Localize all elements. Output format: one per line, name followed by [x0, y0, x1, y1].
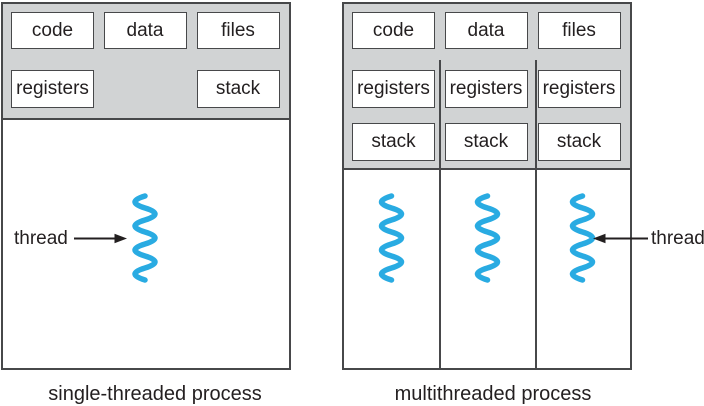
- thread-label-right: thread: [651, 228, 704, 249]
- registers-box: registers: [11, 69, 94, 108]
- files-box: files: [537, 11, 621, 49]
- registers-box-thread-3: registers: [537, 69, 621, 108]
- stack-box-thread-1: stack: [352, 122, 435, 161]
- stack-box-thread-2: stack: [444, 122, 528, 161]
- registers-box-thread-2: registers: [444, 69, 528, 108]
- code-data-files-strip-right: code data files: [344, 4, 630, 62]
- thread-column-divider-2: [534, 60, 537, 368]
- code-box: code: [352, 11, 435, 49]
- single-threaded-process-panel: code data files registers stack: [1, 2, 291, 370]
- data-box: data: [103, 11, 187, 49]
- stack-box-thread-3: stack: [537, 122, 621, 161]
- data-box: data: [444, 11, 528, 49]
- registers-box-thread-1: registers: [352, 69, 435, 108]
- registers-row: registers registers registers: [344, 60, 630, 118]
- registers-stack-strip-left: registers stack: [3, 60, 289, 120]
- thread-column-divider-1: [438, 60, 441, 368]
- multithreaded-process-panel: code data files registers registers regi…: [342, 2, 632, 370]
- files-box: files: [196, 11, 280, 49]
- stack-box: stack: [196, 69, 280, 108]
- caption-multithreaded: multithreaded process: [394, 383, 592, 405]
- stack-row: stack stack stack: [344, 116, 630, 170]
- code-box: code: [11, 11, 94, 49]
- caption-single-threaded: single-threaded process: [48, 383, 262, 405]
- code-data-files-strip-left: code data files: [3, 4, 289, 62]
- thread-label-left: thread: [14, 228, 68, 249]
